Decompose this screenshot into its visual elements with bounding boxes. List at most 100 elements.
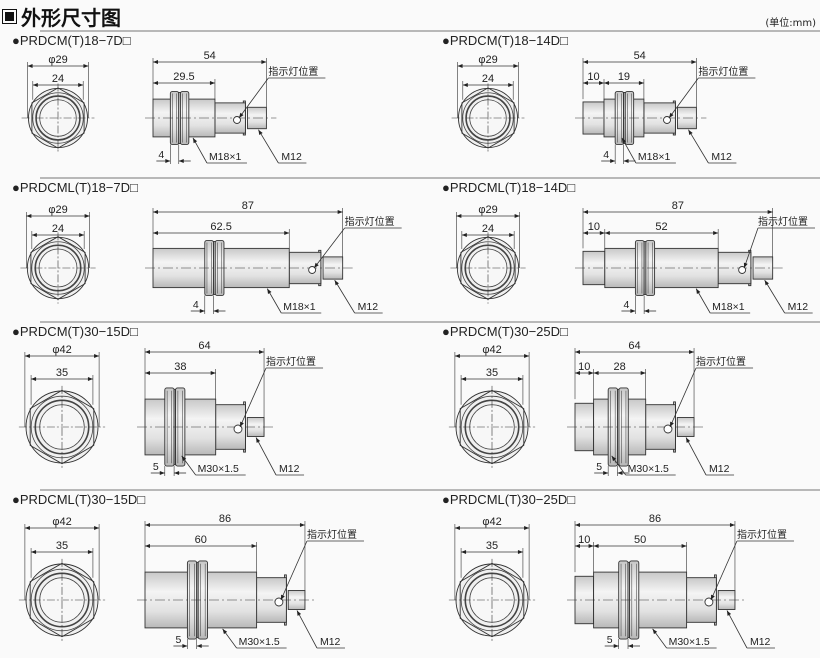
thread-size-label: M30×1.5 xyxy=(628,463,669,475)
thread-leader xyxy=(222,628,237,649)
thread-length-dim-label: 50 xyxy=(634,534,646,546)
thread-length-dim-label: 60 xyxy=(195,534,207,546)
indicator-lamp xyxy=(308,266,317,274)
indicator-position-label: 指示灯位置 xyxy=(698,65,748,78)
diameter-dim-label: φ42 xyxy=(482,516,501,528)
connector-label: M12 xyxy=(711,151,732,163)
overall-length-dim-label: 64 xyxy=(628,340,640,352)
thread-leader xyxy=(652,628,667,649)
indicator-leader xyxy=(710,540,738,601)
indicator-position-label: 指示灯位置 xyxy=(737,528,787,541)
hex-dim-label: 24 xyxy=(482,223,494,235)
indicator-leader xyxy=(239,367,267,428)
thread-length-dim-label: 29.5 xyxy=(173,71,194,83)
connector-leader xyxy=(764,279,786,314)
indicator-lamp xyxy=(663,424,673,434)
hex-dim-label: 24 xyxy=(52,223,64,235)
panel-title: ●PRDCM(T)18−14D□ xyxy=(442,33,568,48)
connector-leader xyxy=(688,129,709,164)
thread-length-dim-label: 19 xyxy=(618,71,630,83)
head-length-dim-label: 10 xyxy=(588,221,600,233)
indicator-position-label: 指示灯位置 xyxy=(268,65,318,78)
thread-leader xyxy=(181,455,197,476)
diameter-dim-label: φ29 xyxy=(48,204,67,216)
indicator-lamp xyxy=(233,116,241,124)
nut-width-label: 5 xyxy=(153,461,159,473)
diameter-dim-label: φ29 xyxy=(478,204,497,216)
connector-leader xyxy=(296,610,318,649)
overall-length-dim-label: 87 xyxy=(242,200,254,212)
connector-leader xyxy=(258,129,279,164)
connector-label: M12 xyxy=(709,463,730,475)
thread-length-dim-label: 52 xyxy=(655,221,667,233)
thread-leader xyxy=(192,137,208,164)
connector-leader xyxy=(334,279,356,314)
thread-size-label: M18×1 xyxy=(638,151,671,163)
diameter-dim-label: φ29 xyxy=(48,54,67,66)
nut-width-label: 4 xyxy=(603,149,609,161)
indicator-leader xyxy=(313,227,345,269)
hex-dim-label: 35 xyxy=(56,540,68,552)
hex-dim-label: 35 xyxy=(486,540,498,552)
connector-leader xyxy=(255,437,277,476)
overall-length-dim-label: 87 xyxy=(672,200,684,212)
unit-label: (单位:mm) xyxy=(765,18,816,29)
indicator-leader xyxy=(238,77,269,119)
hex-dim-label: 35 xyxy=(486,367,498,379)
connector-label: M12 xyxy=(320,636,341,648)
indicator-position-label: 指示灯位置 xyxy=(696,355,746,368)
panel-title: ●PRDCM(T)30−25D□ xyxy=(442,324,568,339)
front-view: φ29 24 xyxy=(21,54,95,153)
indicator-lamp xyxy=(704,597,714,607)
panel-title: ●PRDCM(T)30−15D□ xyxy=(12,324,138,339)
hex-nut-outline xyxy=(461,87,515,149)
overall-length-dim-label: 86 xyxy=(219,513,231,525)
thread-leader xyxy=(266,288,282,314)
nut-width-label: 5 xyxy=(607,634,613,646)
indicator-leader xyxy=(743,227,759,269)
thread-leader xyxy=(611,455,627,476)
thread-length-dim-label: 28 xyxy=(614,361,626,373)
indicator-lamp xyxy=(663,116,671,124)
connector-label: M12 xyxy=(750,636,771,648)
thread-leader xyxy=(695,288,711,314)
panel-title: ●PRDCM(T)18−7D□ xyxy=(12,33,131,48)
thread-size-label: M18×1 xyxy=(283,301,316,313)
threaded-body xyxy=(604,247,719,289)
connector-label: M12 xyxy=(279,463,300,475)
thread-size-label: M30×1.5 xyxy=(669,636,710,648)
indicator-position-label: 指示灯位置 xyxy=(345,215,395,228)
indicator-leader xyxy=(280,540,308,601)
connector-label: M12 xyxy=(281,151,302,163)
overall-length-dim-label: 54 xyxy=(634,50,646,62)
overall-length-dim-label: 64 xyxy=(198,340,210,352)
indicator-position-label: 指示灯位置 xyxy=(307,528,357,541)
indicator-lamp xyxy=(274,597,284,607)
front-view: φ42 35 xyxy=(448,516,536,642)
connector-leader xyxy=(685,437,707,476)
page-title-text: 外形尺寸图 xyxy=(21,6,121,30)
indicator-leader xyxy=(669,367,697,428)
hex-dim-label: 24 xyxy=(52,73,64,85)
thread-leader xyxy=(621,137,637,164)
indicator-leader xyxy=(668,77,699,119)
diameter-dim-label: φ42 xyxy=(52,344,71,356)
thread-size-label: M18×1 xyxy=(712,301,745,313)
indicator-lamp xyxy=(738,266,747,274)
indicator-position-label: 指示灯位置 xyxy=(758,215,808,228)
